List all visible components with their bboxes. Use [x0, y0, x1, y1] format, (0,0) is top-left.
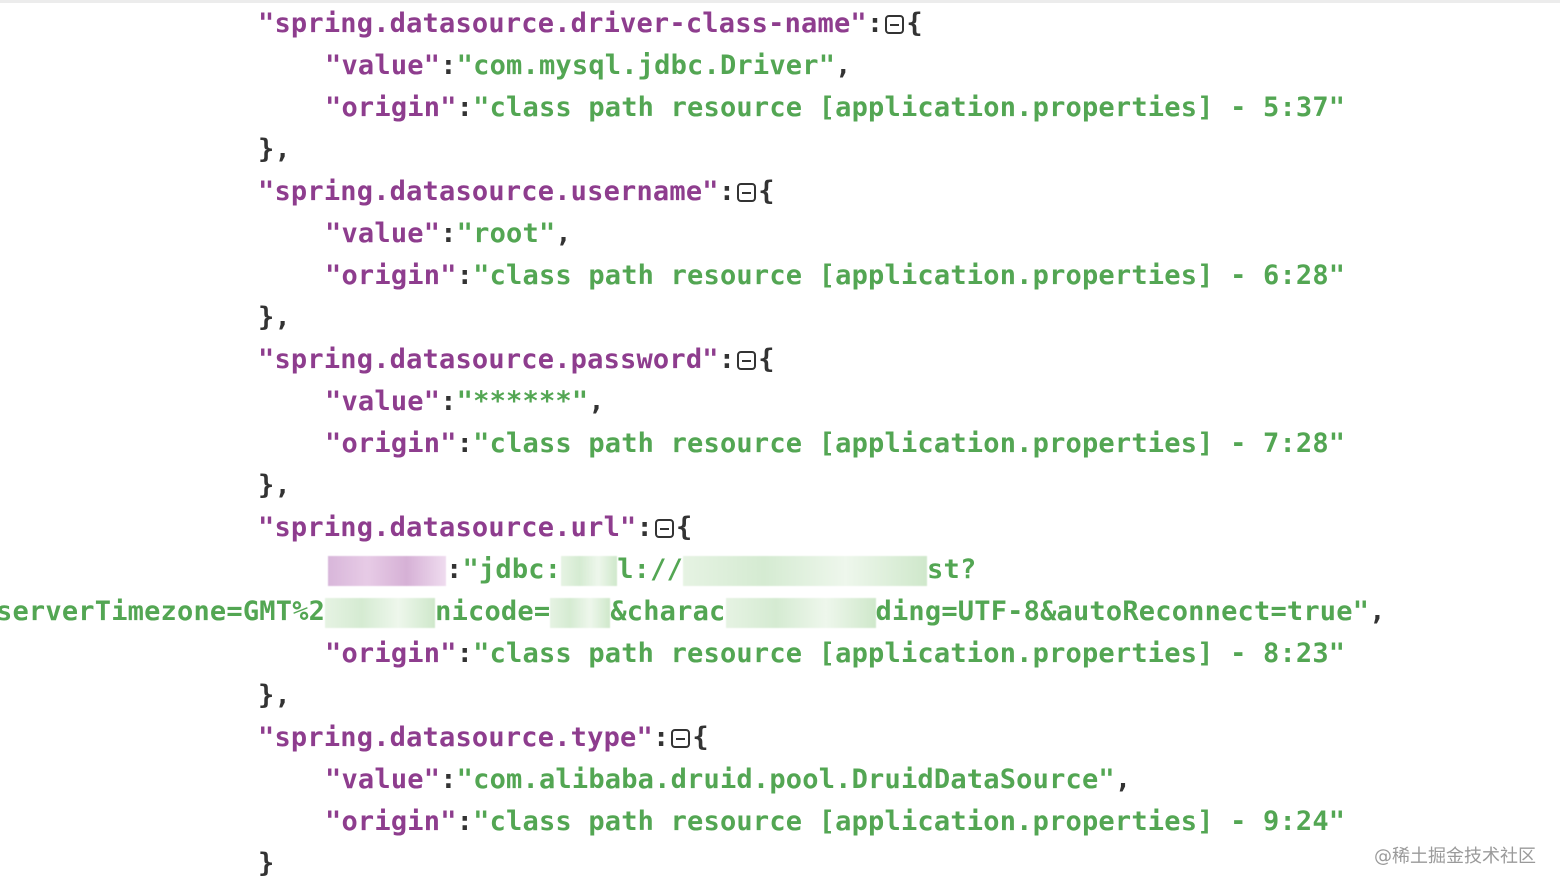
- collapse-toggle-icon[interactable]: [885, 15, 905, 34]
- watermark-text: @稀土掘金技术社区: [1374, 846, 1536, 867]
- json-origin-label: "origin": [325, 260, 457, 291]
- json-key: "spring.datasource.type": [258, 722, 653, 753]
- json-origin-label: "origin": [325, 428, 457, 459]
- json-close-brace: },: [258, 134, 291, 165]
- json-key: "spring.datasource.password": [258, 344, 719, 375]
- collapse-toggle-icon[interactable]: [671, 729, 691, 748]
- json-key: "spring.datasource.username": [258, 176, 719, 207]
- json-value-line: "value":"******",: [325, 386, 605, 417]
- json-origin: "class path resource [application.proper…: [473, 428, 1346, 459]
- redacted-text: [725, 597, 876, 628]
- json-value-part: serverTimezone=GMT%2: [0, 596, 326, 627]
- json-value-label: "value": [325, 218, 441, 249]
- redacted-text: [683, 555, 928, 586]
- json-value-line-wrap: serverTimezone=GMT%2 nicode= &charac ding=U…: [0, 591, 1386, 633]
- json-origin: "class path resource [application.proper…: [473, 806, 1346, 837]
- json-origin-label: "origin": [325, 92, 457, 123]
- json-value-part: st?: [927, 554, 977, 585]
- json-origin: "class path resource [application.proper…: [473, 260, 1346, 291]
- json-value-part: &charac: [610, 596, 726, 627]
- json-key-line: "spring.datasource.url":{: [258, 512, 693, 543]
- json-value: "root": [456, 218, 556, 249]
- json-value-label: "value": [325, 50, 441, 81]
- top-divider: [0, 0, 1560, 3]
- json-value-label: "value": [325, 764, 441, 795]
- json-value: "com.alibaba.druid.pool.DruidDataSource": [456, 764, 1115, 795]
- json-value-line: "value":"com.mysql.jdbc.Driver",: [325, 50, 852, 81]
- json-close-brace: },: [258, 680, 291, 711]
- json-close-brace: }: [258, 848, 275, 879]
- json-origin-line: "origin":"class path resource [applicati…: [325, 638, 1346, 669]
- redacted-label: [328, 555, 446, 586]
- json-close-brace: },: [258, 470, 291, 501]
- json-key-line: "spring.datasource.username":{: [258, 176, 775, 207]
- redacted-text: [325, 597, 436, 628]
- json-value-line: "value":"root",: [325, 218, 572, 249]
- json-value: "com.mysql.jdbc.Driver": [456, 50, 836, 81]
- json-key-line: "spring.datasource.password":{: [258, 344, 775, 375]
- json-origin-line: "origin":"class path resource [applicati…: [325, 806, 1346, 837]
- json-key-line: "spring.datasource.type":{: [258, 722, 709, 753]
- json-value-line: :"jdbc:l://st?: [328, 549, 976, 591]
- redacted-text: [550, 597, 611, 628]
- json-value-line: "value":"com.alibaba.druid.pool.DruidDat…: [325, 764, 1132, 795]
- json-value-part: "jdbc:: [462, 554, 562, 585]
- json-value-part: nicode=: [435, 596, 551, 627]
- json-origin-label: "origin": [325, 806, 457, 837]
- json-key: "spring.datasource.url": [258, 512, 637, 543]
- json-value-part: l://: [617, 554, 684, 585]
- json-origin-line: "origin":"class path resource [applicati…: [325, 92, 1346, 123]
- json-origin-line: "origin":"class path resource [applicati…: [325, 428, 1346, 459]
- json-close-brace: },: [258, 302, 291, 333]
- json-origin-label: "origin": [325, 638, 457, 669]
- json-value-label: "value": [325, 386, 441, 417]
- collapse-toggle-icon[interactable]: [737, 351, 757, 370]
- json-value-part: ding=UTF-8&autoReconnect=true": [875, 596, 1370, 627]
- json-origin: "class path resource [application.proper…: [473, 92, 1346, 123]
- json-key: "spring.datasource.driver-class-name": [258, 8, 867, 39]
- collapse-toggle-icon[interactable]: [654, 519, 674, 538]
- redacted-text: [561, 555, 618, 586]
- json-origin: "class path resource [application.proper…: [473, 638, 1346, 669]
- collapse-toggle-icon[interactable]: [737, 183, 757, 202]
- json-key-line: "spring.datasource.driver-class-name":{: [258, 8, 923, 39]
- json-origin-line: "origin":"class path resource [applicati…: [325, 260, 1346, 291]
- json-value: "******": [456, 386, 589, 417]
